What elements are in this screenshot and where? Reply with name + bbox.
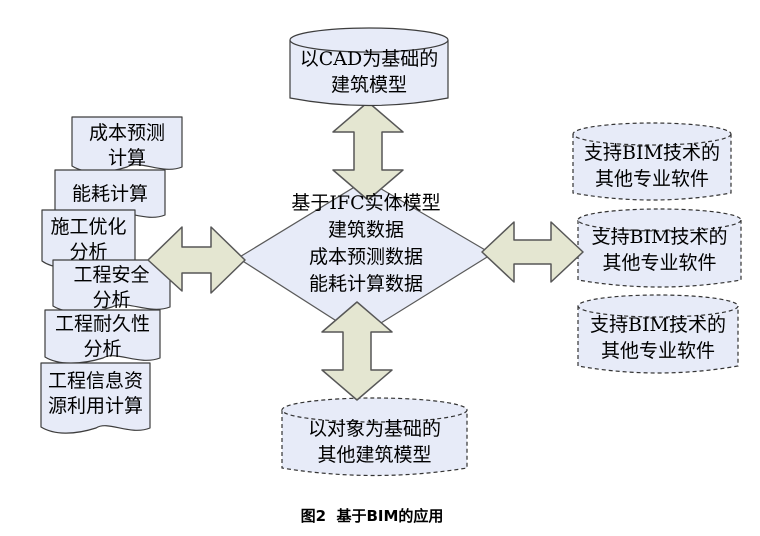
right-double-arrow-icon — [481, 221, 584, 283]
right-cylinder-1-label: 支持BIM技术的 其他专业软件 — [584, 142, 720, 190]
right-cylinder-3-body — [577, 306, 739, 374]
bottom-cylinder-body — [281, 410, 468, 477]
right-cylinder-1-top — [572, 122, 732, 146]
top-cylinder-top — [289, 27, 449, 53]
figure-caption: 图2 基于BIM的应用 — [300, 507, 444, 525]
document-label-energy-calc: 能耗计算 — [71, 183, 148, 205]
bottom-cylinder-label: 以对象为基础的 其他建筑模型 — [307, 418, 441, 466]
document-label-safety-analysis: 工程安全 分析 — [73, 264, 150, 311]
document-label-durability-analysis: 工程耐久性 分析 — [54, 313, 150, 360]
document-label-info-resource: 工程信息资 源利用计算 — [47, 370, 143, 417]
document-label-cost-forecast: 成本预测 计算 — [88, 122, 165, 169]
left-double-arrow-icon — [147, 226, 246, 294]
right-cylinder-1-body — [572, 134, 732, 201]
right-cylinder-2-body — [577, 220, 742, 288]
bottom-cylinder-top — [281, 397, 468, 423]
document-shape-durability-analysis — [44, 309, 161, 364]
right-cylinder-2-label: 支持BIM技术的 其他专业软件 — [591, 226, 728, 274]
top-cylinder-label: 以CAD为基础的 建筑模型 — [299, 48, 439, 96]
right-cylinder-3-top — [577, 294, 739, 318]
bottom-double-arrow-icon — [321, 301, 393, 401]
right-cylinder-2-top — [577, 208, 742, 232]
top-double-arrow-icon — [332, 101, 404, 201]
center-diamond-label: 基于IFC实体模型 建筑数据 成本预测数据 能耗计算数据 — [291, 192, 441, 295]
document-label-construction-opt: 施工优化 分析 — [50, 216, 127, 263]
document-shape-info-resource — [40, 362, 151, 434]
top-cylinder-body — [289, 40, 449, 107]
right-cylinder-3-label: 支持BIM技术的 其他专业软件 — [590, 314, 726, 362]
